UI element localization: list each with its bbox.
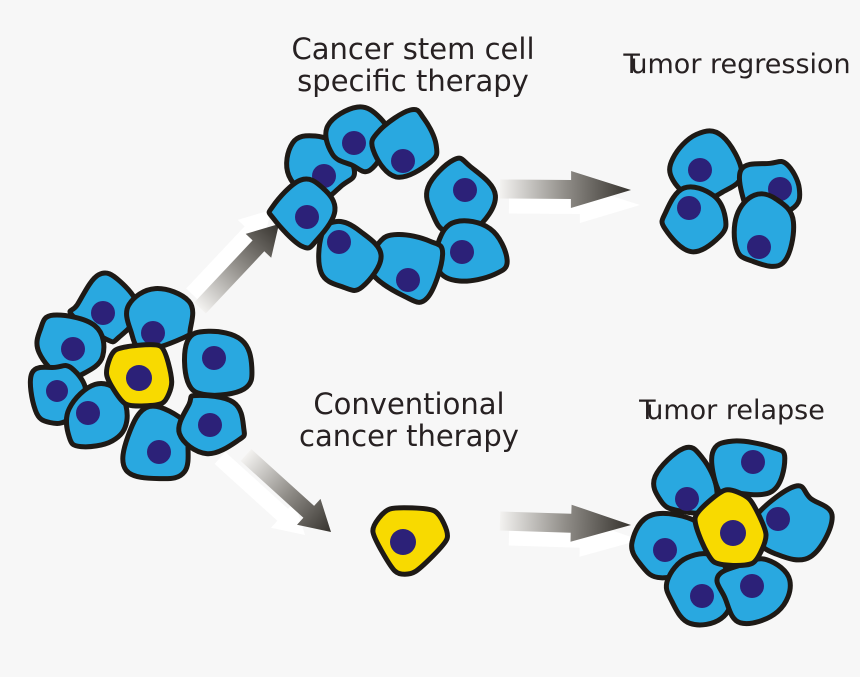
cell-nucleus — [390, 529, 416, 555]
cell-nucleus — [453, 178, 477, 202]
label-csc-specific-therapy-line2: specific therapy — [297, 64, 529, 99]
cell-nucleus — [653, 538, 677, 562]
label-csc-specific-therapy-line1: Cancer stem cell — [291, 32, 535, 66]
cell-nucleus — [91, 301, 115, 325]
cell-nucleus — [747, 235, 771, 259]
arrow-tumor-regression — [499, 171, 631, 208]
cell-nucleus — [46, 380, 68, 402]
cell-nucleus — [391, 149, 415, 173]
cell-nucleus — [147, 440, 171, 464]
cell-nucleus — [76, 401, 100, 425]
arrow-to-conventional-therapy — [240, 449, 331, 532]
cell-nucleus — [141, 321, 165, 345]
surviving-stem-cell — [370, 505, 450, 577]
cell-nucleus — [677, 196, 701, 220]
cell-nucleus — [295, 205, 319, 229]
cell-nucleus — [741, 450, 765, 474]
cell-nucleus — [327, 230, 351, 254]
label-conventional-therapy-line1: Conventional — [313, 387, 505, 421]
arrow-to-csc-specific-therapy — [194, 224, 279, 314]
cell-nucleus — [688, 158, 712, 182]
cell-nucleus — [342, 131, 366, 155]
cell-nucleus — [740, 574, 764, 598]
cell-nucleus — [126, 365, 152, 391]
arrow-to-conventional-therapy-highlight — [214, 452, 305, 535]
cell-nucleus — [202, 346, 226, 370]
tumor-cell — [369, 106, 440, 180]
cell-nucleus — [690, 584, 714, 608]
relapsed-tumor-cluster — [629, 438, 835, 628]
cell-nucleus — [766, 507, 790, 531]
tumor-cell — [316, 218, 384, 293]
cell-nucleus — [61, 337, 85, 361]
label-tumor-regression: Tumor regression — [623, 49, 851, 80]
regressed-tumor-cluster — [659, 128, 803, 269]
arrow-to-csc-specific-therapy-highlight — [186, 210, 271, 300]
cell-nucleus — [675, 487, 699, 511]
label-conventional-therapy: Conventional cancer therapy — [299, 388, 519, 453]
tumor-ring-after-csc-therapy — [266, 104, 510, 305]
cell-nucleus — [198, 413, 222, 437]
cell-nucleus — [450, 240, 474, 264]
cell-nucleus — [720, 520, 746, 546]
label-tumor-relapse: Tumor relapse — [639, 395, 825, 426]
cell-nucleus — [396, 268, 420, 292]
tumor-cell — [659, 184, 729, 255]
arrow-tumor-relapse — [499, 504, 631, 542]
primary-tumor-cluster — [27, 270, 255, 482]
label-csc-specific-therapy: Cancer stem cell specific therapy — [291, 33, 534, 98]
label-conventional-therapy-line2: cancer therapy — [299, 419, 519, 454]
